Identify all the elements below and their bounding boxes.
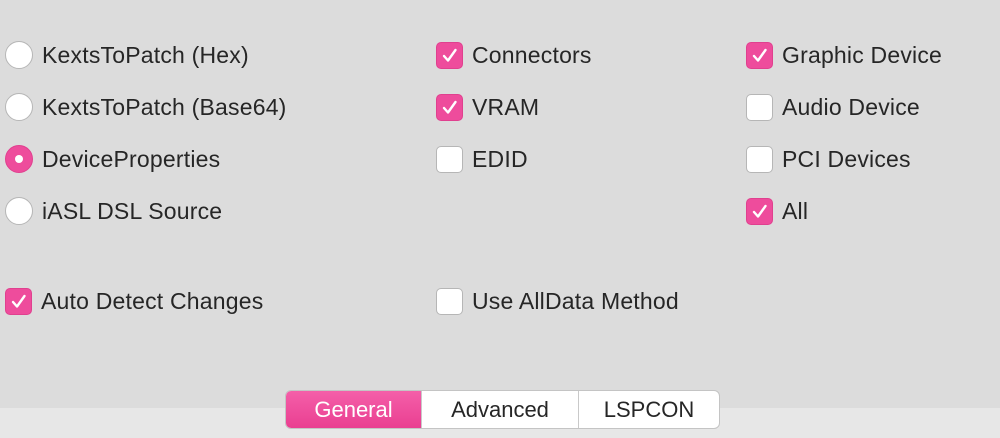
checkbox-label: EDID (472, 145, 528, 172)
checkbox-vram[interactable]: VRAM (436, 91, 539, 123)
radio-deviceproperties[interactable]: DeviceProperties (5, 143, 220, 175)
checkbox-edid[interactable]: EDID (436, 143, 528, 175)
radio-label: iASL DSL Source (42, 197, 223, 224)
checkbox-label: Auto Detect Changes (41, 287, 264, 314)
checkmark-icon (11, 294, 26, 308)
checkbox-graphic-device[interactable]: Graphic Device (746, 39, 942, 71)
tab-segmented-control: General Advanced LSPCON (285, 390, 720, 429)
checkbox-label: PCI Devices (782, 145, 911, 172)
radio-label: KextsToPatch (Hex) (42, 41, 249, 68)
radio-kextstopatch-hex[interactable]: KextsToPatch (Hex) (5, 39, 249, 71)
checkbox-label: Use AllData Method (472, 287, 679, 314)
checkbox-box[interactable] (436, 93, 463, 121)
checkmark-icon (442, 48, 457, 62)
checkbox-audio-device[interactable]: Audio Device (746, 91, 920, 123)
checkbox-auto-detect-changes[interactable]: Auto Detect Changes (5, 285, 263, 317)
checkbox-connectors[interactable]: Connectors (436, 39, 592, 71)
checkbox-box[interactable] (436, 287, 463, 315)
checkbox-box[interactable] (5, 287, 32, 315)
checkbox-label: Graphic Device (782, 41, 943, 68)
checkbox-pci-devices[interactable]: PCI Devices (746, 143, 911, 175)
radio-indicator[interactable] (5, 145, 33, 173)
radio-indicator[interactable] (5, 93, 33, 121)
radio-label: KextsToPatch (Base64) (42, 93, 287, 120)
checkbox-label: All (782, 197, 809, 224)
tab-general[interactable]: General (286, 391, 421, 428)
checkmark-icon (752, 48, 767, 62)
radio-label: DeviceProperties (42, 145, 221, 172)
tab-lspcon[interactable]: LSPCON (578, 391, 719, 428)
tab-advanced[interactable]: Advanced (421, 391, 578, 428)
radio-indicator[interactable] (5, 41, 33, 69)
checkbox-label: Audio Device (782, 93, 920, 120)
radio-indicator[interactable] (5, 197, 33, 225)
checkbox-box[interactable] (746, 41, 773, 69)
radio-kextstopatch-base64[interactable]: KextsToPatch (Base64) (5, 91, 287, 123)
checkbox-all[interactable]: All (746, 195, 808, 227)
checkbox-box[interactable] (436, 145, 463, 173)
checkbox-use-alldata-method[interactable]: Use AllData Method (436, 285, 679, 317)
checkbox-box[interactable] (746, 197, 773, 225)
checkbox-box[interactable] (746, 93, 773, 121)
checkmark-icon (442, 100, 457, 114)
checkbox-label: VRAM (472, 93, 540, 120)
checkbox-box[interactable] (436, 41, 463, 69)
radio-iasl-dsl-source[interactable]: iASL DSL Source (5, 195, 222, 227)
checkbox-box[interactable] (746, 145, 773, 173)
checkmark-icon (752, 204, 767, 218)
checkbox-label: Connectors (472, 41, 592, 68)
